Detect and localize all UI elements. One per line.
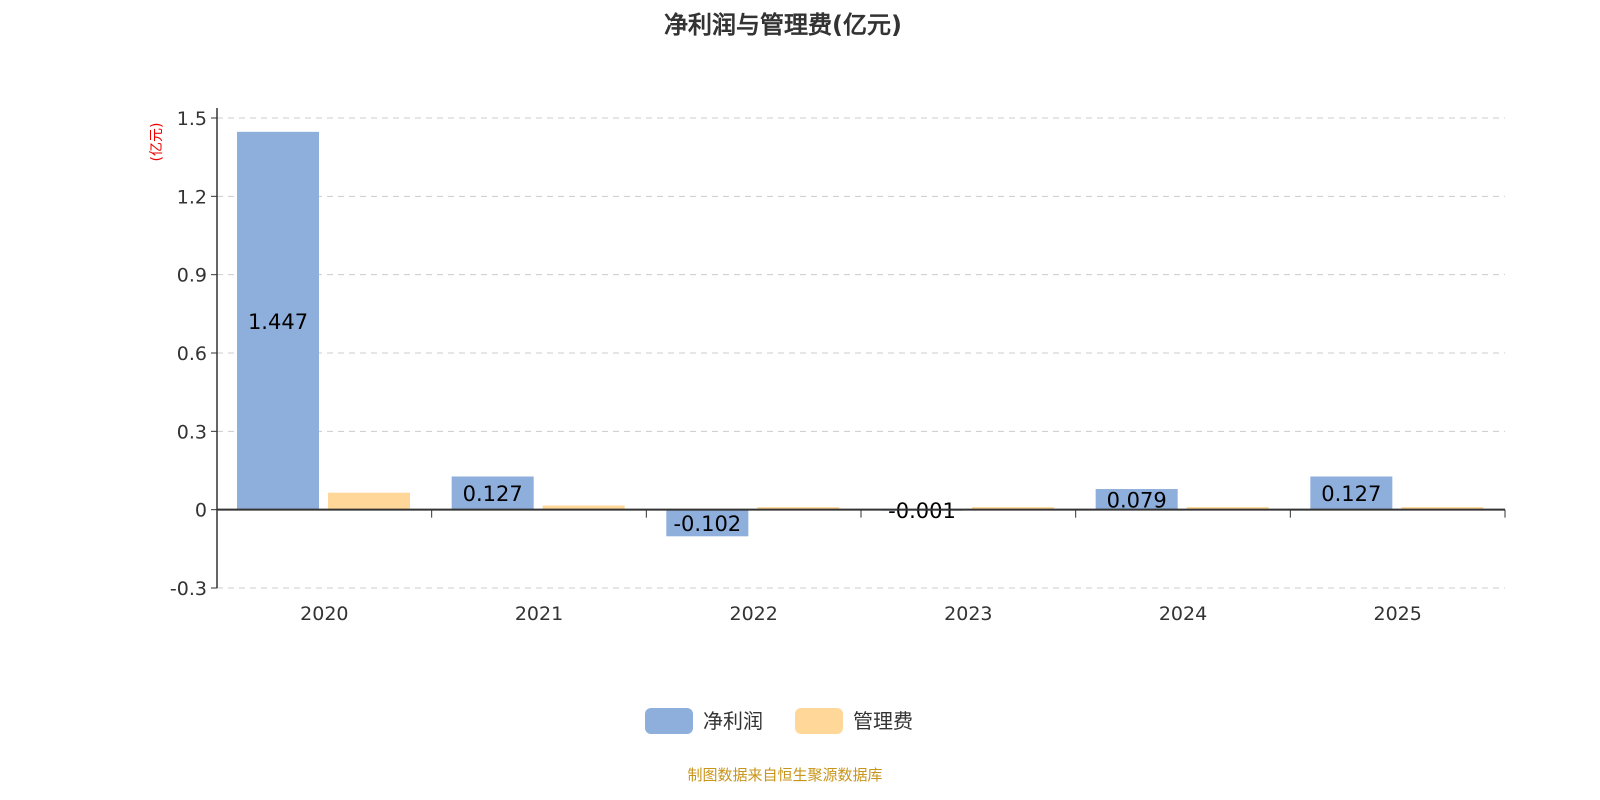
legend: 净利润 管理费 — [645, 708, 913, 734]
admin-expense-bar — [972, 507, 1054, 510]
data-label: 1.447 — [248, 310, 308, 334]
x-tick-label: 2024 — [1159, 603, 1207, 625]
x-tick-label: 2022 — [729, 603, 777, 625]
y-tick-label: 0.9 — [177, 265, 207, 287]
net-profit-bar — [1095, 489, 1178, 510]
net-profit-bar — [451, 476, 534, 510]
admin-expense-bar — [542, 505, 625, 510]
net-profit-bar — [666, 509, 749, 537]
admin-expense-bar — [1401, 507, 1484, 510]
legend-swatch-net-profit[interactable] — [645, 708, 693, 734]
data-label: 0.127 — [1321, 482, 1381, 506]
data-label: -0.001 — [888, 499, 956, 523]
y-axis-unit: (亿元) — [149, 123, 165, 162]
legend-label-admin-expense[interactable]: 管理费 — [853, 709, 913, 733]
data-label: 0.127 — [463, 482, 523, 506]
chart-title: 净利润与管理费(亿元) — [664, 11, 902, 39]
net-profit-bar — [1310, 476, 1393, 510]
y-tick-label: 1.5 — [177, 108, 207, 130]
admin-expense-bar — [757, 507, 840, 510]
y-tick-label: 0.3 — [177, 421, 207, 443]
data-label: -0.102 — [673, 512, 741, 536]
legend-swatch-admin-expense[interactable] — [795, 708, 843, 734]
y-tick-label: 0 — [195, 500, 207, 522]
admin-expense-bar — [328, 492, 410, 510]
y-tick-label: 1.2 — [177, 186, 207, 208]
y-tick-label: 0.6 — [177, 343, 207, 365]
x-tick-label: 2023 — [944, 603, 992, 625]
data-label: 0.079 — [1107, 488, 1167, 512]
admin-expense-bar — [1186, 507, 1269, 510]
x-tick-label: 2020 — [300, 603, 348, 625]
x-tick-label: 2025 — [1373, 603, 1421, 625]
legend-label-net-profit[interactable]: 净利润 — [703, 709, 763, 733]
net-profit-bar — [237, 131, 319, 510]
x-tick-label: 2021 — [515, 603, 563, 625]
source-note: 制图数据来自恒生聚源数据库 — [687, 766, 882, 784]
y-tick-label: -0.3 — [170, 578, 207, 600]
